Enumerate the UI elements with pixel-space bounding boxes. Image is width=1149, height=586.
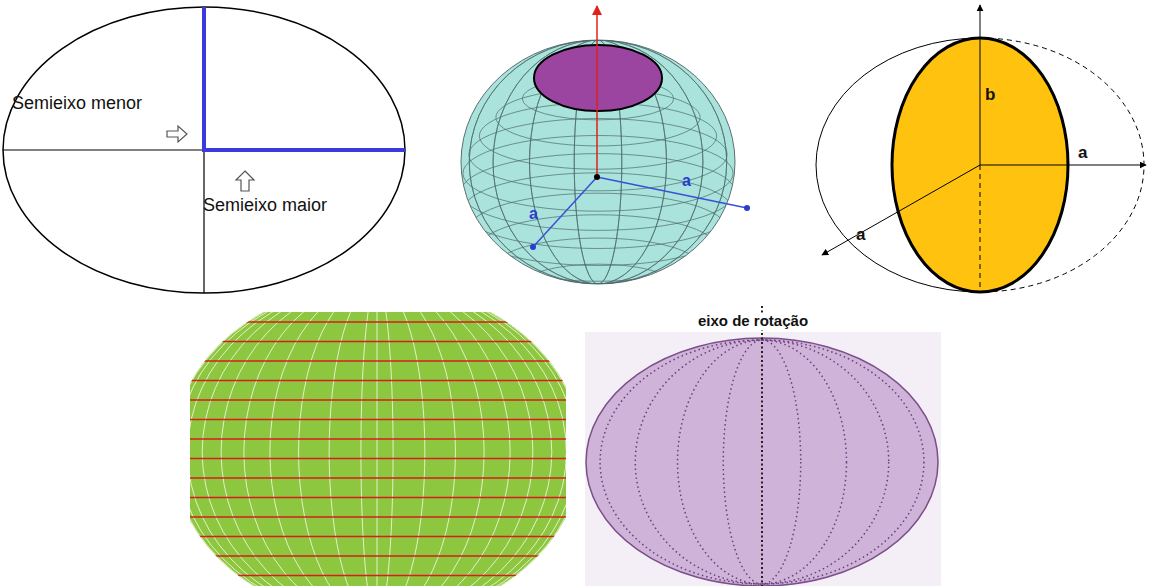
grid-meridian [530, 40, 667, 284]
parallel-line [190, 438, 566, 439]
parallel-line [190, 516, 566, 517]
depth-axis [822, 165, 980, 255]
axis-endpoint [530, 244, 536, 250]
meridian-line [190, 312, 566, 586]
major-semiaxis [202, 148, 405, 152]
axis-letter: a [856, 226, 865, 245]
parallel-line [190, 458, 566, 459]
center-point [594, 174, 600, 180]
grid-meridian [530, 40, 667, 284]
semiaxis-a [597, 177, 747, 208]
axis-letter: a [1078, 144, 1087, 163]
vertical-axis [980, 5, 981, 165]
meridian-line [190, 312, 566, 586]
axis-letter: a [682, 172, 691, 190]
rotation-figure [585, 306, 941, 586]
dotted-meridian [600, 340, 924, 584]
parallel-line [190, 399, 566, 400]
ellipse-figure [3, 7, 405, 293]
parallels-figure [170, 280, 590, 586]
grid-parallel [479, 103, 716, 169]
parallel-line [190, 575, 566, 576]
vertical-axis-hidden [980, 165, 981, 292]
ellipsoid-section-figure [816, 5, 1146, 292]
pointer-arrow [236, 171, 254, 191]
spheroid-body [190, 312, 566, 586]
polar-cap [534, 45, 662, 111]
grid-parallel [479, 215, 716, 281]
grid-parallel [463, 136, 733, 212]
grid-parallel [496, 238, 700, 295]
meridian-line [190, 312, 566, 586]
grid-parallel [463, 173, 733, 249]
parallel-line [190, 477, 566, 478]
horizontal-axis [980, 165, 1146, 166]
grid-meridian [493, 40, 703, 284]
dotted-meridian [635, 340, 888, 584]
grid-meridian [493, 40, 703, 284]
parallel-line [190, 497, 566, 498]
dotted-meridian [678, 340, 847, 584]
grid-meridian [469, 40, 726, 284]
parallel-line [190, 536, 566, 537]
grid-parallel [522, 264, 673, 306]
grid-meridian [469, 40, 726, 284]
parallel-line [190, 419, 566, 420]
ellipse-outline [3, 7, 405, 293]
grid-parallel [469, 193, 727, 265]
parallel-line [190, 360, 566, 361]
parallel-line [190, 380, 566, 381]
spheroid-figure [461, 6, 750, 307]
parallel-line [190, 341, 566, 342]
pointer-arrow [167, 126, 187, 142]
semiaxis-label: Semieixo menor [12, 94, 142, 114]
dotted-meridian [723, 340, 800, 584]
axis-letter: b [985, 86, 995, 105]
semiaxis-label: Semieixo maior [203, 196, 327, 216]
axis-letter: a [529, 205, 538, 223]
parallel-line [190, 321, 566, 322]
meridian-line [377, 312, 378, 586]
axis-endpoint [744, 205, 750, 211]
parallel-line [190, 555, 566, 556]
grid-parallel [461, 154, 735, 231]
grid-parallel [469, 119, 727, 191]
spheroid-body [461, 40, 735, 284]
rotation-axis [761, 306, 763, 586]
minor-semiaxis [202, 7, 206, 152]
rotation-axis [596, 6, 598, 177]
axis-label: eixo de rotação [696, 313, 810, 330]
horizontal-axis [3, 149, 405, 150]
semiaxis-a [533, 177, 597, 247]
